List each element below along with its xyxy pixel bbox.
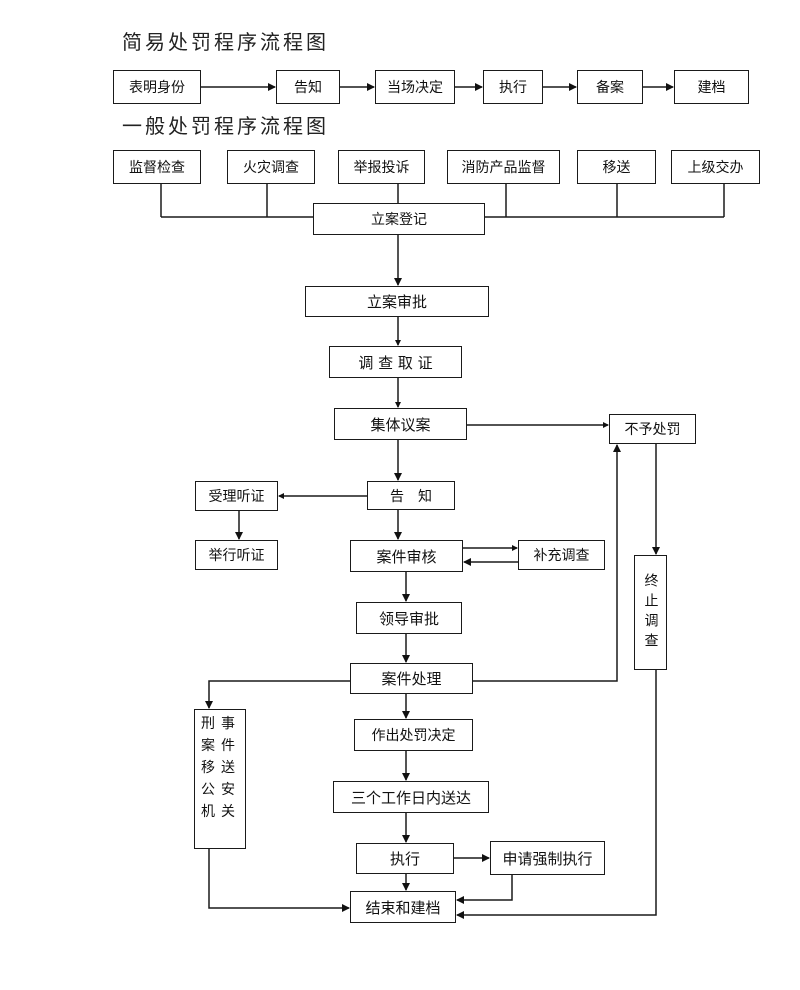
step-label: 执行 [499,80,527,96]
node-register: 立案登记 [313,203,485,235]
node-label: 不予处罚 [624,422,681,438]
node-supplement: 补充调查 [518,540,605,570]
char: 送 [221,760,235,776]
node-deliver: 三个工作日内送达 [333,781,489,813]
source-product-supervision: 消防产品监督 [447,150,560,184]
node-criminal-transfer: 刑 事 案 件 移 送 公 安 机 关 [194,709,246,849]
node-label: 三个工作日内送达 [350,788,471,807]
step-label: 备案 [596,80,624,96]
node-enforce: 申请强制执行 [490,841,605,875]
node-label: 申请强制执行 [502,849,593,868]
node-investigate: 调 查 取 证 [329,346,462,378]
node-label: 终止调查 [642,572,659,653]
node-label: 案件审核 [376,547,437,566]
source-transfer: 移送 [577,150,656,184]
source-superior-assignment: 上级交办 [671,150,760,184]
node-leader-approve: 领导审批 [356,602,462,634]
node-label: 案件处理 [381,670,442,688]
simple-procedure-title: 简易处罚程序流程图 [122,30,329,54]
source-label: 举报投诉 [353,160,410,176]
simple-step-execute: 执行 [483,70,543,104]
node-close: 结束和建档 [350,891,456,923]
source-label: 监督检查 [129,160,185,176]
step-label: 当场决定 [387,80,443,96]
simple-step-identify: 表明身份 [113,70,201,104]
general-procedure-title: 一般处罚程序流程图 [122,114,329,138]
step-label: 表明身份 [129,80,185,96]
node-decision: 作出处罚决定 [354,719,473,751]
source-label: 火灾调查 [243,160,299,176]
node-label: 作出处罚决定 [371,728,456,744]
node-label: 集体议案 [370,415,431,434]
node-label: 告 知 [390,488,432,505]
char: 安 [221,782,235,798]
node-label: 受理听证 [208,489,265,505]
node-no-penalty: 不予处罚 [609,414,696,444]
char: 事 [221,716,235,732]
node-review: 案件审核 [350,540,463,572]
node-notify: 告 知 [367,481,455,510]
source-supervision: 监督检查 [113,150,201,184]
node-label: 结束和建档 [365,898,441,917]
node-terminate: 终止调查 [634,555,667,670]
char: 案 [201,738,215,754]
node-label: 领导审批 [378,609,439,628]
source-label: 消防产品监督 [461,160,546,176]
source-label: 上级交办 [687,160,744,176]
source-report: 举报投诉 [338,150,425,184]
node-approve: 立案审批 [305,286,489,317]
char: 刑 [201,716,215,732]
node-accept-hearing: 受理听证 [195,481,278,511]
step-label: 告知 [294,80,322,96]
node-handle: 案件处理 [350,663,473,694]
source-label: 移送 [602,160,631,176]
node-label: 执行 [389,850,420,868]
node-label: 立案登记 [371,212,427,228]
step-label: 建档 [697,80,726,96]
node-execute: 执行 [356,843,454,874]
simple-step-notify: 告知 [276,70,340,104]
char: 公 [201,782,215,798]
char: 件 [221,738,235,754]
simple-step-decide: 当场决定 [375,70,455,104]
simple-step-record: 备案 [577,70,643,104]
simple-step-archive: 建档 [674,70,749,104]
node-collective: 集体议案 [334,408,467,440]
node-label: 补充调查 [533,548,590,564]
node-label: 举行听证 [208,548,265,564]
source-fire-investigation: 火灾调查 [227,150,315,184]
char: 关 [221,804,235,820]
char: 机 [201,804,215,820]
char: 移 [201,760,215,776]
node-label: 调 查 取 证 [358,353,433,372]
criminal-transfer-text: 刑 事 案 件 移 送 公 安 机 关 [201,716,239,820]
node-label: 立案审批 [366,293,427,311]
node-hold-hearing: 举行听证 [195,540,278,570]
